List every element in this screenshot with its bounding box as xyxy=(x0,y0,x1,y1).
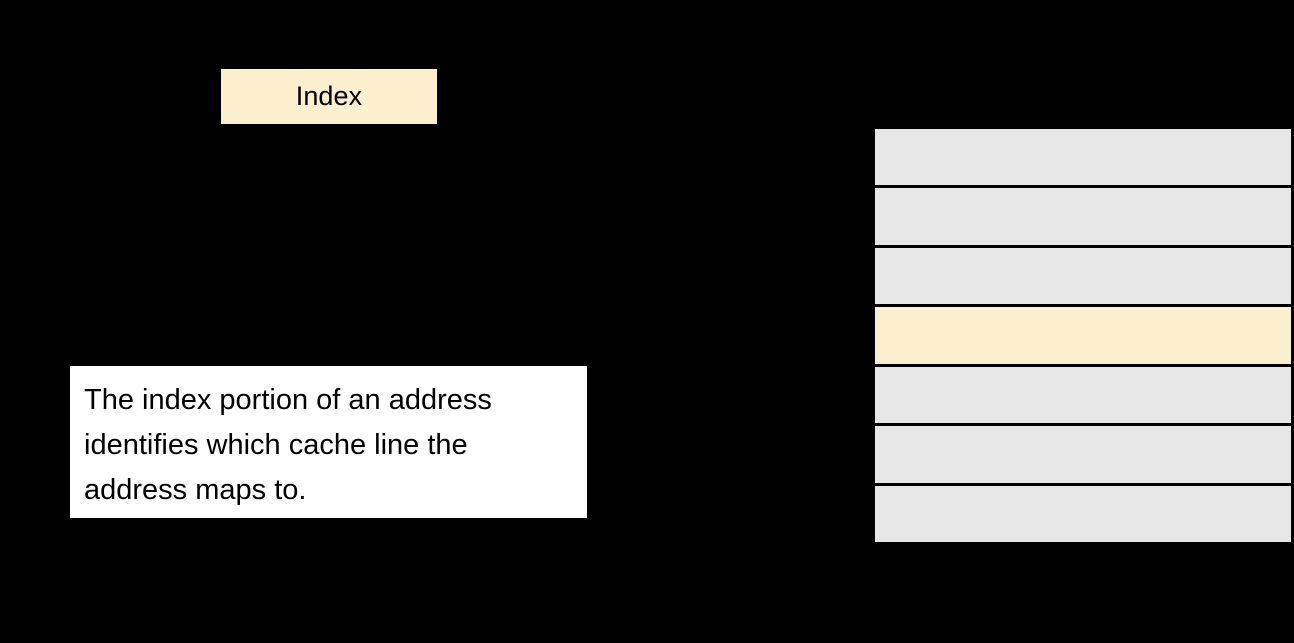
cache-line-0[interactable] xyxy=(875,129,1294,189)
explanation-callout: The index portion of an address identifi… xyxy=(70,366,587,518)
cache-line-5[interactable] xyxy=(875,426,1294,486)
cache-line-2[interactable] xyxy=(875,247,1294,308)
cache-line-4[interactable] xyxy=(875,366,1294,427)
cache-line-6[interactable] xyxy=(875,485,1294,542)
explanation-text: The index portion of an address identifi… xyxy=(84,384,492,506)
cache-line-1[interactable] xyxy=(875,188,1294,248)
cache-line-stack xyxy=(872,126,1294,545)
address-index-field[interactable]: Index xyxy=(221,69,437,124)
cache-line-3[interactable] xyxy=(875,307,1294,367)
address-index-label: Index xyxy=(295,81,363,111)
